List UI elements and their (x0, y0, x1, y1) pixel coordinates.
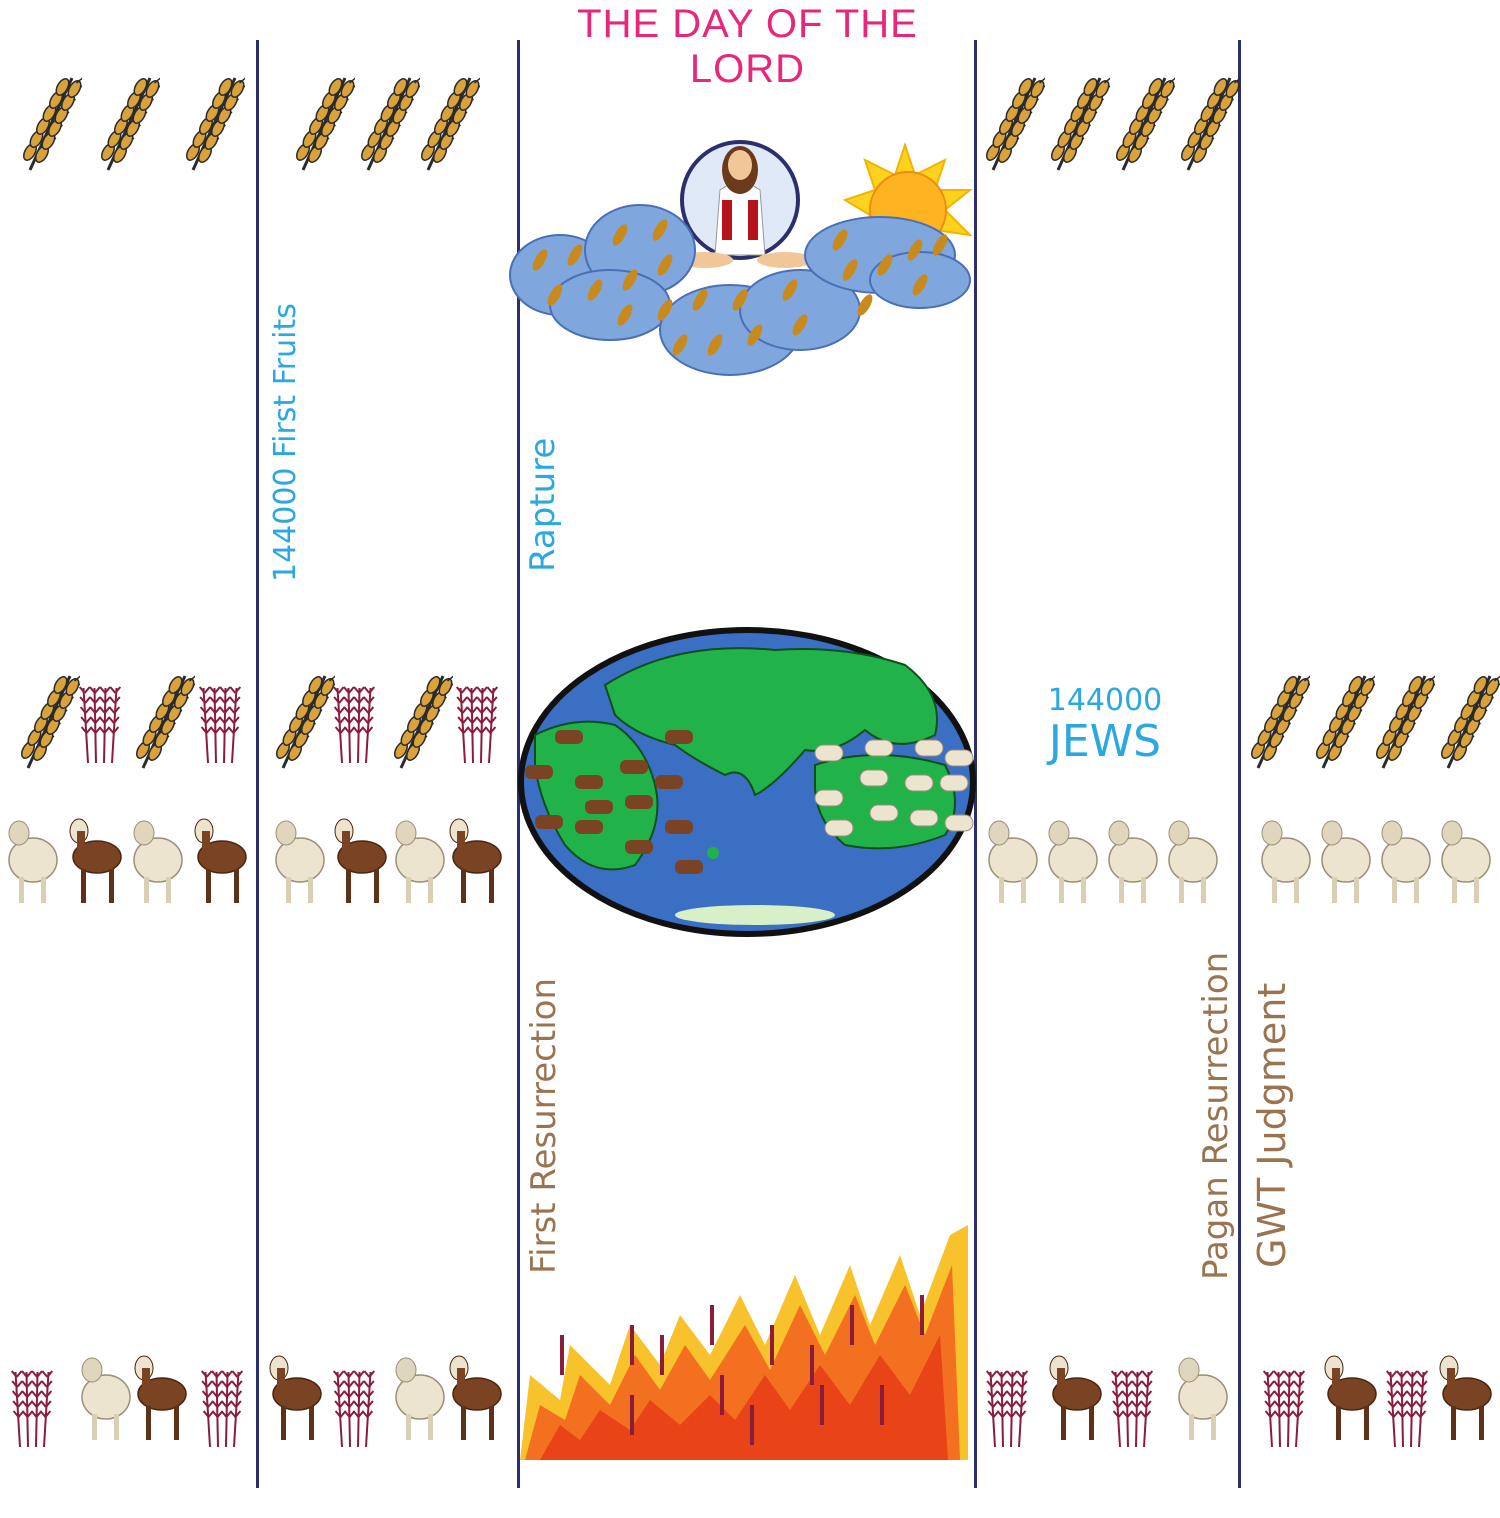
wheat-icon (1181, 77, 1240, 171)
wheat-icon (136, 675, 195, 769)
wheat-icon (1116, 77, 1175, 171)
sheep-icon (1108, 820, 1158, 903)
cloud-wheat (532, 219, 948, 356)
goat-icon (334, 818, 387, 903)
sheep-icon (1441, 820, 1491, 903)
tares-icon (1385, 1370, 1429, 1448)
sheep-icon (1168, 820, 1218, 903)
tares-icon (200, 1370, 244, 1448)
wheat-icon (361, 77, 420, 171)
divider-line-4 (1238, 40, 1241, 1488)
tares-icon (332, 686, 376, 764)
wheat-icon (1441, 675, 1500, 769)
sheep-icon (395, 820, 445, 903)
heavenly-scene (509, 140, 973, 376)
goat-icon (449, 1355, 502, 1440)
earth-globe (518, 627, 976, 937)
tares-icon (198, 686, 242, 764)
sheep-icon (395, 1357, 445, 1440)
fire-icon (520, 1225, 968, 1460)
goat-icon (1049, 1355, 1102, 1440)
divider-line-3 (974, 40, 977, 1488)
wheat-icon (1316, 675, 1375, 769)
tares-icon (78, 686, 122, 764)
sheep-icon (1261, 820, 1311, 903)
sheep-icon (1381, 820, 1431, 903)
diagram-title: THE DAY OF THE LORD (577, 2, 918, 91)
tares-icon (332, 1370, 376, 1448)
wheat-icon (1251, 675, 1310, 769)
wheat-icon (101, 77, 160, 171)
goat-icon (269, 1355, 322, 1440)
goat-icon (525, 730, 703, 874)
tares-icon (455, 686, 499, 764)
wheat-icon (276, 675, 335, 769)
wheat-icon (21, 675, 80, 769)
wheat-icon (1376, 675, 1435, 769)
wheat-icon (296, 77, 355, 171)
sheep-icon (1048, 820, 1098, 903)
sheep-icon (133, 820, 183, 903)
sheep-icon (81, 1357, 131, 1440)
jews-count: 144000 (1047, 683, 1163, 718)
wheat-icon (986, 77, 1045, 171)
globe-animals (515, 720, 985, 900)
sheep-icon (275, 820, 325, 903)
tares-icon (1262, 1370, 1306, 1448)
sheep-icon (988, 820, 1038, 903)
wheat-icon (394, 675, 453, 769)
label-144000-jews: 144000 JEWS (1020, 686, 1190, 764)
goat-icon (1439, 1355, 1492, 1440)
sheep-icon (1321, 820, 1371, 903)
divider-line-2 (517, 40, 520, 1488)
burning-tares (560, 1295, 924, 1445)
goat-icon (1324, 1355, 1377, 1440)
tares-icon (985, 1370, 1029, 1448)
sheep-icon (814, 739, 974, 837)
wheat-icon (1051, 77, 1110, 171)
sheep-icon (8, 820, 58, 903)
wheat-icon (421, 77, 480, 171)
tares-icon (1110, 1370, 1154, 1448)
goat-icon (449, 818, 502, 903)
tares-icon (10, 1370, 54, 1448)
sheep-icon (1178, 1357, 1228, 1440)
goat-icon (69, 818, 122, 903)
goat-icon (134, 1355, 187, 1440)
goat-icon (194, 818, 247, 903)
jews-word: JEWS (1048, 716, 1162, 767)
divider-line-1 (256, 40, 259, 1488)
wheat-icon (23, 77, 82, 171)
wheat-icon (186, 77, 245, 171)
